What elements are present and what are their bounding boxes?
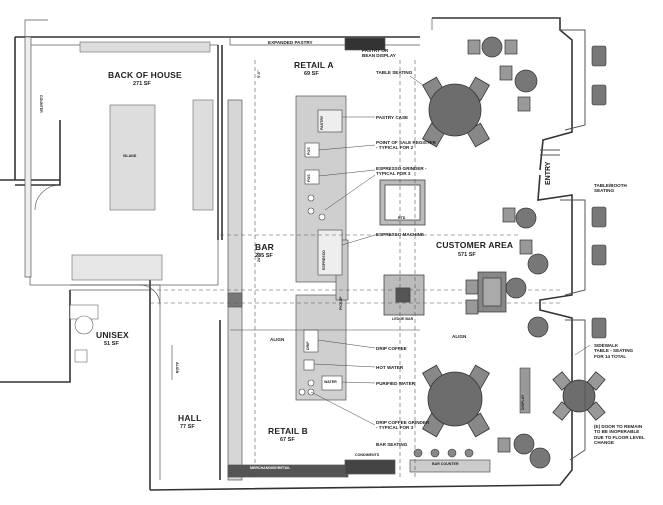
retail-a-title: RETAIL A: [294, 60, 334, 70]
pickup-label: PICKUP: [339, 296, 343, 310]
table-seating-label: TABLE SEATING: [376, 70, 413, 75]
island-label: ISLAND: [123, 154, 137, 158]
point-of-sale-label: POINT OF SALE REGISTER - TYPICAL FOR 2: [376, 140, 436, 151]
interior-lines: [24, 18, 433, 480]
bar-stools: [413, 448, 474, 458]
water-small-label: WATER: [324, 380, 337, 384]
customer-area-area: 571 SF: [458, 252, 476, 258]
bar-counter-label: BAR COUNTER: [432, 462, 459, 466]
pastry-case-label: PASTRY CASE: [376, 115, 409, 120]
ledge-bar-label: LEDGE BAR: [392, 317, 414, 321]
display-case: [519, 367, 531, 414]
storefront-frames: [540, 29, 586, 461]
espresso-machine-label: ESPRESSO MACHINE: [376, 232, 424, 237]
boh-fixtures: [69, 41, 214, 363]
back-of-house-area: 271 SF: [133, 81, 151, 87]
dimension-24ft: 24'-6": [257, 252, 261, 262]
rtd-and-ledge: [379, 179, 426, 316]
align-label-right: ALIGN: [452, 334, 467, 339]
hall-area: 77 SF: [180, 424, 195, 430]
pastry-small-label: PASTRY: [320, 115, 324, 130]
espresso-grinder-label: ESPRESSO GRINDER - TYPICAL FOR 3: [376, 166, 427, 177]
condiments-label: CONDIMENTS: [355, 453, 380, 457]
unisex-title: UNISEX: [96, 330, 129, 340]
hot-water-label: HOT WATER: [376, 365, 404, 370]
table-bottom: [422, 364, 490, 438]
align-label-hall: ALIGN: [175, 362, 179, 374]
rtd-label: RTD: [398, 216, 406, 220]
table-top: [422, 76, 490, 148]
sidewalk-stools: [591, 45, 607, 339]
pastry-bean-display-label: PASTRY OR BEAN DISPLAY: [362, 48, 396, 59]
align-label-left: ALIGN: [270, 337, 285, 342]
retail-b-title: RETAIL B: [268, 426, 309, 436]
merchandise-retail-label: MERCHANDISE/RETAIL: [250, 466, 291, 470]
counter-label: COUNTER: [39, 95, 43, 113]
bar-title: BAR: [255, 242, 275, 252]
bar-seating-label: BAR SEATING: [376, 442, 408, 447]
drip-small-label: DRIP: [306, 341, 310, 350]
back-of-house-title: BACK OF HOUSE: [108, 70, 182, 80]
sidewalk-table-label: SIDEWALK TABLE - SEATING FOR 14 TOTAL: [594, 343, 634, 359]
display-label: DISPLAY: [521, 394, 525, 410]
alignment-lines: [150, 60, 560, 480]
round-tables: [422, 76, 606, 438]
window-seating: [465, 36, 551, 469]
bar-equipment: [298, 142, 343, 396]
customer-area-title: CUSTOMER AREA: [436, 240, 514, 250]
retail-a-area: 69 SF: [304, 71, 319, 77]
door-to-remain-label: (E) DOOR TO REMAIN TO BE INOPERABLE DUE …: [594, 424, 645, 445]
bar-area: 235 SF: [255, 253, 273, 259]
dimension-5ft: 5'-0": [257, 70, 261, 78]
pos-small-label-2: POS: [307, 174, 311, 182]
leader-lines: [230, 75, 591, 426]
espresso-small-label: ESPRESSO: [322, 250, 326, 270]
unisex-area: 51 SF: [104, 341, 119, 347]
purified-water-label: PURIFIED WATER: [376, 381, 415, 386]
doors: [34, 184, 173, 380]
expanded-pastry-label: EXPANDED PASTRY: [268, 40, 313, 45]
hall-title: HALL: [178, 413, 202, 423]
table-booth-seating-label: TABLE/BOOTH SEATING: [594, 183, 627, 194]
entry-label: ENTRY: [545, 161, 552, 185]
sidewalk-table: [552, 371, 606, 421]
retail-b-area: 67 SF: [280, 437, 295, 443]
drip-coffee-label: DRIP COFFEE: [376, 346, 407, 351]
drip-coffee-grinder-label: DRIP COFFEE GRINDER - TYPICAL FOR 3: [376, 420, 430, 431]
pos-small-label-1: POS: [307, 147, 311, 155]
